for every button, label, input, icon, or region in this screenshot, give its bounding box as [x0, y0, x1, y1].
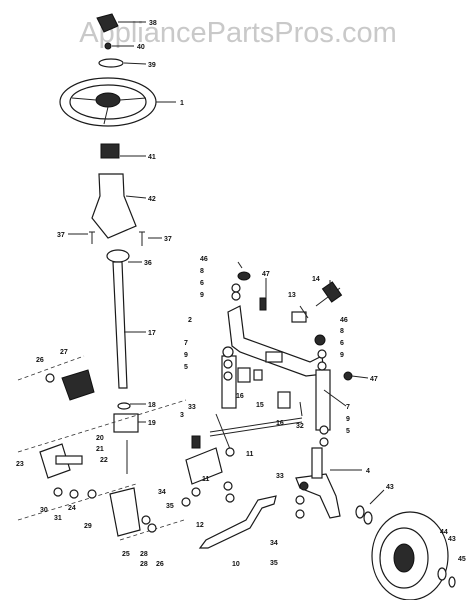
steering-shaft-17 [112, 261, 128, 389]
part-label: 20 [96, 435, 104, 442]
part-label: 16 [276, 420, 284, 427]
steering-linkage-group [181, 271, 456, 600]
part-label: 34 [158, 489, 166, 496]
part-label: 36 [144, 260, 152, 267]
part-label: 2 [188, 317, 192, 324]
part-label: 6 [200, 280, 204, 287]
washer-40 [104, 42, 112, 50]
part-label: 34 [270, 540, 278, 547]
part-label: 23 [16, 461, 24, 468]
part-label: 29 [84, 523, 92, 530]
part-label: 6 [340, 340, 344, 347]
part-label: 17 [148, 330, 156, 337]
part-label: 40 [137, 44, 145, 51]
part-label: 22 [100, 457, 108, 464]
part-label: 41 [148, 154, 156, 161]
column-cover-42 [91, 173, 137, 239]
nut-26 [45, 373, 55, 383]
part-label: 3 [180, 412, 184, 419]
part-label: 9 [340, 352, 344, 359]
part-label: 47 [370, 376, 378, 383]
steering-column-group [45, 13, 157, 474]
part-label: 37 [164, 236, 172, 243]
part-label: 35 [166, 503, 174, 510]
part-label: 7 [346, 404, 350, 411]
part-label: 37 [57, 232, 65, 239]
part-label: 26 [156, 561, 164, 568]
part-label: 33 [276, 473, 284, 480]
frame-outline [17, 355, 187, 541]
part-label: 1 [180, 100, 184, 107]
part-label: 43 [386, 484, 394, 491]
part-label: 47 [262, 271, 270, 278]
axle-bracket-group [39, 443, 157, 537]
part-label: 11 [202, 476, 210, 483]
part-label: 16 [236, 393, 244, 400]
part-label: 46 [340, 317, 348, 324]
part-label: 42 [148, 196, 156, 203]
part-label: 43 [448, 536, 456, 543]
part-number-labels: 38 40 39 1 41 42 37 37 36 17 26 27 18 19… [16, 20, 466, 568]
steering-wheel [59, 77, 157, 127]
part-label: 9 [346, 416, 350, 423]
part-label: 44 [440, 529, 448, 536]
part-label: 45 [458, 556, 466, 563]
part-label: 4 [366, 468, 370, 475]
part-label: 30 [40, 507, 48, 514]
adapter-41 [100, 143, 120, 159]
steering-cap [96, 13, 119, 33]
part-label: 9 [200, 292, 204, 299]
part-label: 46 [200, 256, 208, 263]
sector-gear-27 [61, 369, 95, 401]
part-label: 26 [36, 357, 44, 364]
part-label: 31 [54, 515, 62, 522]
leader-lines [68, 21, 385, 505]
part-label: 11 [246, 451, 254, 458]
part-label: 18 [148, 402, 156, 409]
part-label: 7 [184, 340, 188, 347]
part-label: 24 [68, 505, 76, 512]
part-label: 19 [148, 420, 156, 427]
part-label: 39 [148, 62, 156, 69]
part-label: 32 [296, 423, 304, 430]
part-label: 35 [270, 560, 278, 567]
part-label: 15 [256, 402, 264, 409]
part-label: 9 [184, 352, 188, 359]
part-label: 33 [188, 404, 196, 411]
part-label: 28 [140, 551, 148, 558]
disc-39 [98, 58, 124, 68]
part-label: 13 [288, 292, 296, 299]
part-label: 14 [312, 276, 320, 283]
part-label: 5 [184, 364, 188, 371]
part-label: 27 [60, 349, 68, 356]
part-label: 10 [232, 561, 240, 568]
part-label: 8 [340, 328, 344, 335]
part-label: 21 [96, 446, 104, 453]
bushing-36 [106, 249, 130, 263]
part-label: 8 [200, 268, 204, 275]
front-wheel [371, 511, 449, 600]
bracket-19 [113, 413, 139, 433]
part-label: 5 [346, 428, 350, 435]
part-label: 12 [196, 522, 204, 529]
part-label: 38 [149, 20, 157, 27]
part-label: 25 [122, 551, 130, 558]
part-label: 28 [140, 561, 148, 568]
